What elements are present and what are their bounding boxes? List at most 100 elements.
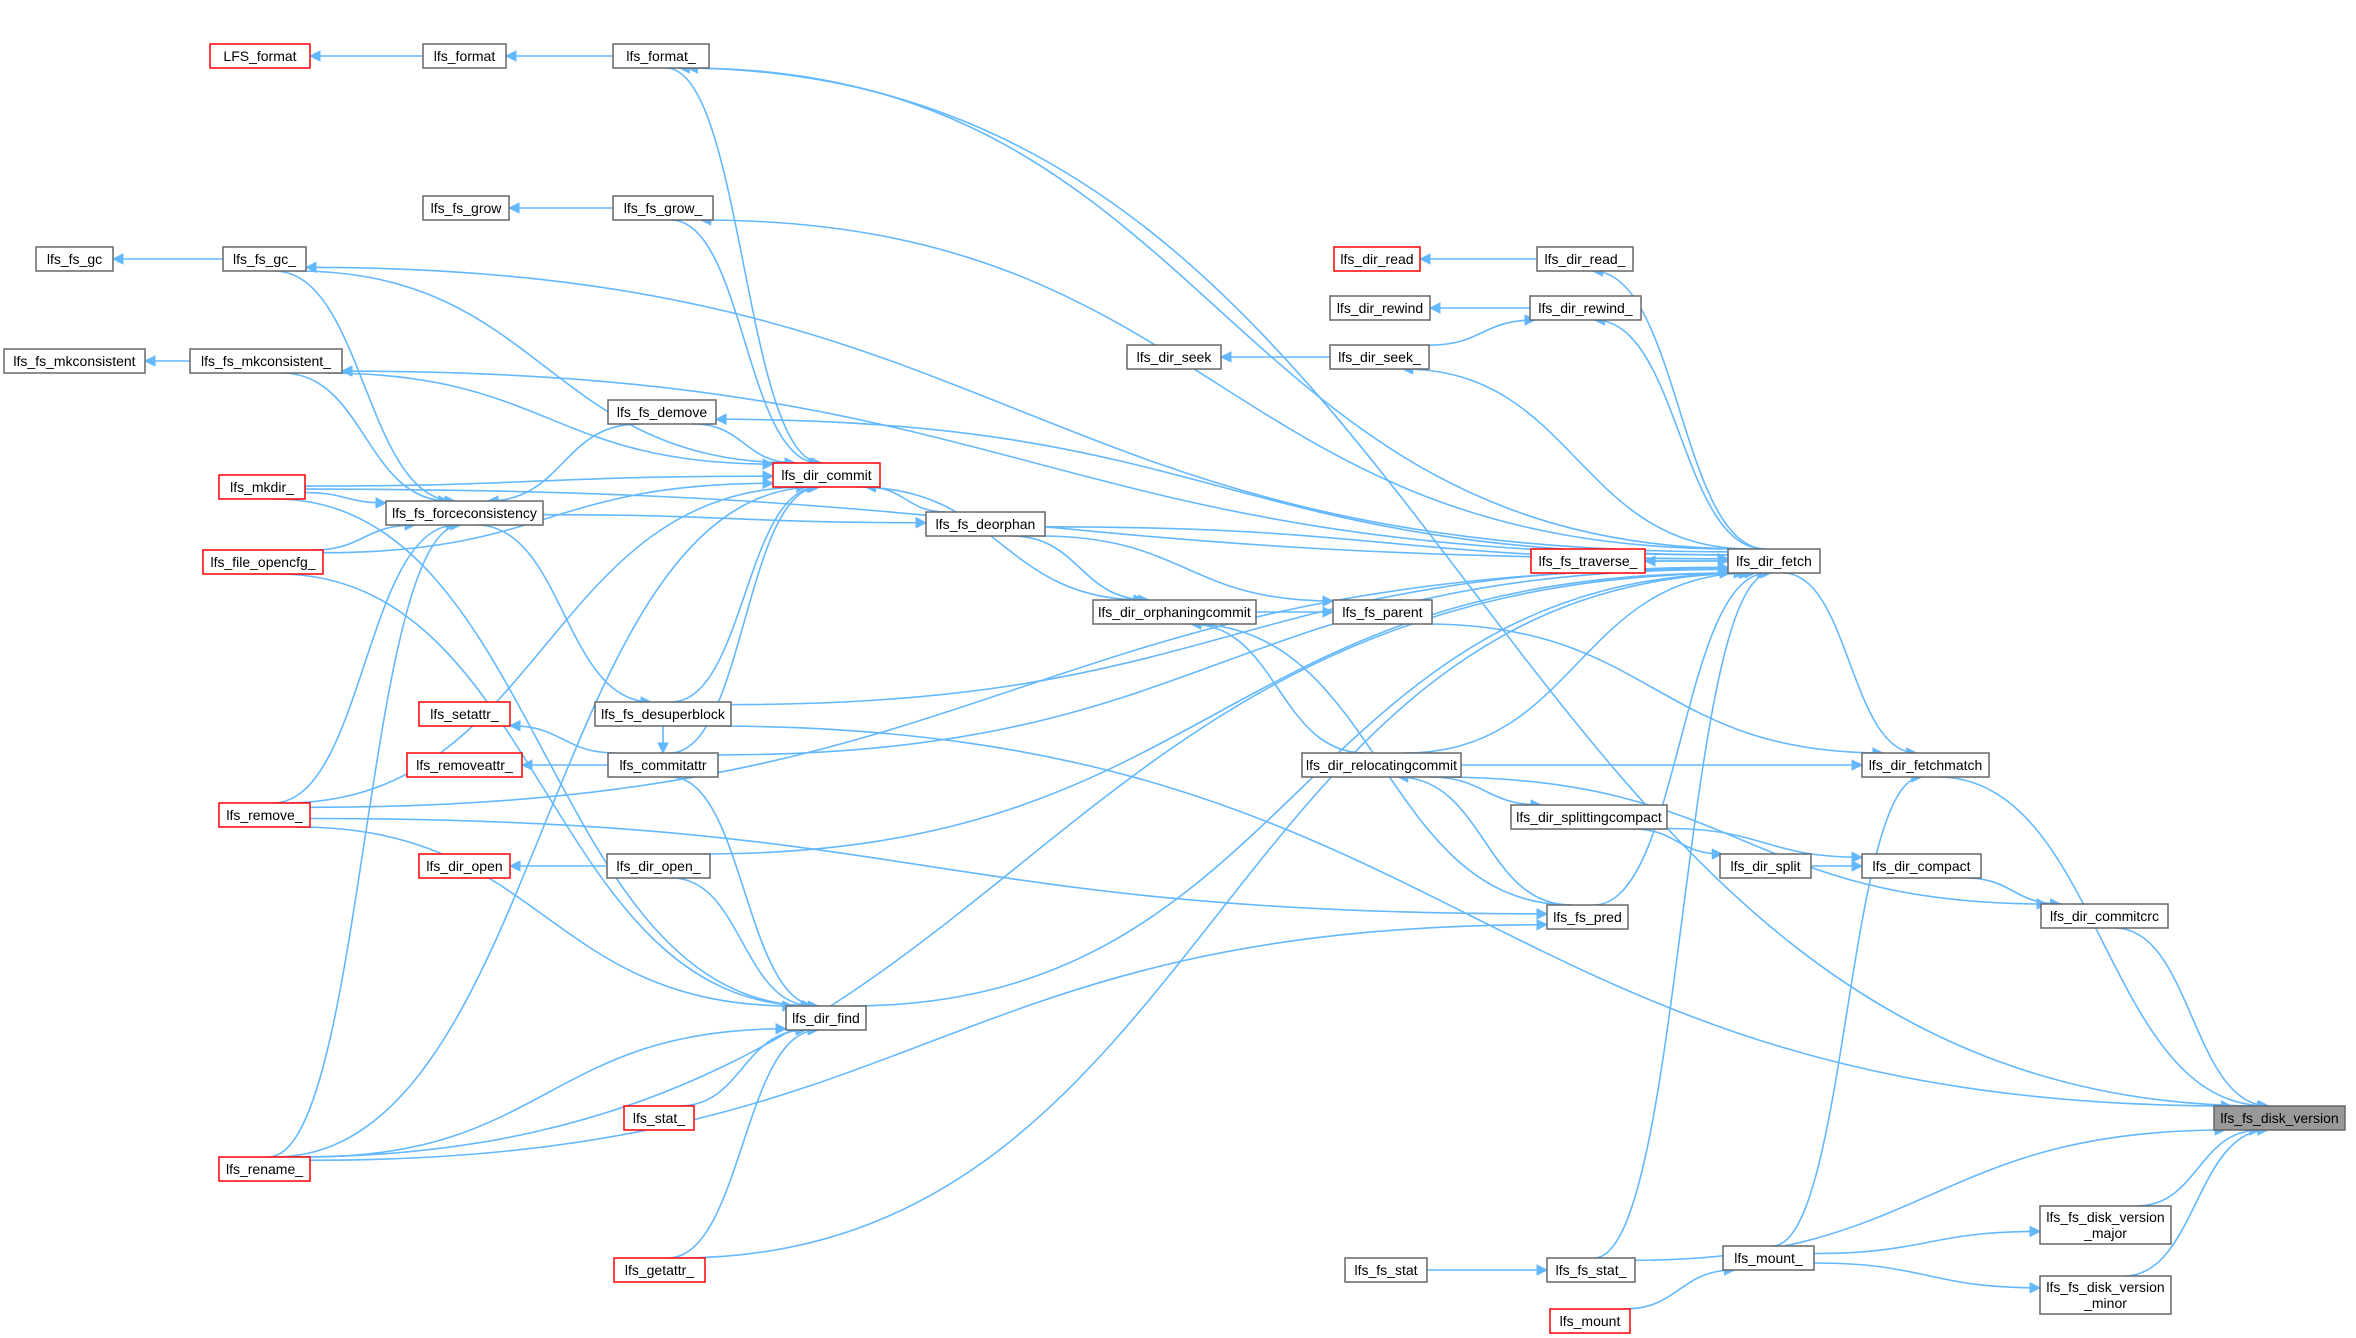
node-lfs-dir-read-[interactable]: lfs_dir_read_ — [1536, 246, 1634, 272]
node-lfs-dir-commitcrc[interactable]: lfs_dir_commitcrc — [2040, 903, 2169, 929]
node-box[interactable] — [612, 195, 714, 221]
node-lfs-mkdir-[interactable]: lfs_mkdir_ — [218, 474, 306, 500]
node-box[interactable] — [1861, 853, 1982, 879]
node-box[interactable] — [2039, 1275, 2172, 1315]
node-lfs-rename-[interactable]: lfs_rename_ — [218, 1156, 311, 1182]
node-box[interactable] — [785, 1005, 867, 1031]
node-box[interactable] — [2213, 1105, 2346, 1131]
node-lfs-dir-split[interactable]: lfs_dir_split — [1719, 853, 1812, 879]
node-lfs-dir-relocatingcommit[interactable]: lfs_dir_relocatingcommit — [1301, 752, 1462, 778]
node-lfs-dir-fetchmatch[interactable]: lfs_dir_fetchmatch — [1861, 752, 1990, 778]
node-box[interactable] — [1092, 599, 1257, 625]
node-lfs-fs-forceconsistency[interactable]: lfs_fs_forceconsistency — [385, 500, 544, 526]
node-lfs-fs-traverse-[interactable]: lfs_fs_traverse_ — [1530, 548, 1646, 574]
node-lfs-commitattr[interactable]: lfs_commitattr — [607, 752, 719, 778]
node-box[interactable] — [1329, 295, 1431, 321]
node-lfs-fs-demove[interactable]: lfs_fs_demove — [607, 399, 717, 425]
node-box[interactable] — [418, 701, 511, 727]
node-box[interactable] — [1301, 752, 1462, 778]
node-box[interactable] — [1719, 853, 1812, 879]
node-box[interactable] — [218, 474, 306, 500]
node-box[interactable] — [925, 511, 1046, 537]
node-lfs-dir-read[interactable]: lfs_dir_read — [1333, 246, 1421, 272]
node-box[interactable] — [1126, 344, 1222, 370]
node-lfs-dir-find[interactable]: lfs_dir_find — [785, 1005, 867, 1031]
node-box[interactable] — [422, 195, 510, 221]
node-box[interactable] — [1727, 548, 1821, 574]
node-box[interactable] — [1546, 1257, 1636, 1283]
node-lfs-fs-stat-[interactable]: lfs_fs_stat_ — [1546, 1257, 1636, 1283]
node-box[interactable] — [2039, 1205, 2172, 1245]
node-lfs-mount[interactable]: lfs_mount — [1549, 1308, 1631, 1334]
node-box[interactable] — [1344, 1257, 1428, 1283]
node-lfs-fs-mkconsistent[interactable]: lfs_fs_mkconsistent — [3, 348, 146, 374]
node-box[interactable] — [772, 462, 881, 488]
node-box[interactable] — [607, 399, 717, 425]
node-box[interactable] — [406, 752, 523, 778]
node-box[interactable] — [218, 1156, 311, 1182]
node-lfs-dir-seek-[interactable]: lfs_dir_seek_ — [1329, 344, 1430, 370]
node-box[interactable] — [1549, 1308, 1631, 1334]
node-box[interactable] — [612, 43, 710, 69]
node-lfs-fs-gc-[interactable]: lfs_fs_gc_ — [222, 246, 307, 272]
node-lfs-fs-desuperblock[interactable]: lfs_fs_desuperblock — [594, 701, 732, 727]
node-lfs-removeattr-[interactable]: lfs_removeattr_ — [406, 752, 523, 778]
node-lfs-dir-open-[interactable]: lfs_dir_open_ — [606, 853, 711, 879]
node-lfs-format-[interactable]: lfs_format_ — [612, 43, 710, 69]
node-box[interactable] — [422, 43, 507, 69]
node-lfs-fs-parent[interactable]: lfs_fs_parent — [1332, 599, 1433, 625]
node-box[interactable] — [209, 43, 311, 69]
node-lfs-file-opencfg-[interactable]: lfs_file_opencfg_ — [202, 549, 324, 575]
node-box[interactable] — [418, 853, 511, 879]
node-box[interactable] — [385, 500, 544, 526]
node-box[interactable] — [623, 1105, 695, 1131]
node-lfs-dir-compact[interactable]: lfs_dir_compact — [1861, 853, 1982, 879]
node-box[interactable] — [1722, 1245, 1815, 1271]
node-box[interactable] — [1332, 599, 1433, 625]
node-box[interactable] — [35, 246, 114, 272]
node-box[interactable] — [218, 802, 311, 828]
node-lfs-fs-deorphan[interactable]: lfs_fs_deorphan — [925, 511, 1046, 537]
node-lfs-remove-[interactable]: lfs_remove_ — [218, 802, 311, 828]
node-lfs-fs-grow[interactable]: lfs_fs_grow — [422, 195, 510, 221]
node-lfs-mount-[interactable]: lfs_mount_ — [1722, 1245, 1815, 1271]
node-box[interactable] — [1333, 246, 1421, 272]
node-lfs-fs-grow-[interactable]: lfs_fs_grow_ — [612, 195, 714, 221]
node-lfs-dir-splittingcompact[interactable]: lfs_dir_splittingcompact — [1510, 804, 1668, 830]
node-lfs-dir-seek[interactable]: lfs_dir_seek — [1126, 344, 1222, 370]
node-box[interactable] — [1329, 344, 1430, 370]
node-box[interactable] — [3, 348, 146, 374]
node-lfs-getattr-[interactable]: lfs_getattr_ — [613, 1257, 706, 1283]
node-lfs-dir-rewind-[interactable]: lfs_dir_rewind_ — [1529, 295, 1642, 321]
node-box[interactable] — [189, 348, 343, 374]
node-box[interactable] — [606, 853, 711, 879]
node-box[interactable] — [1861, 752, 1990, 778]
node-lfs-fs-pred[interactable]: lfs_fs_pred — [1546, 904, 1629, 930]
node-lfs-setattr-[interactable]: lfs_setattr_ — [418, 701, 511, 727]
node-lfs-fs-disk-version-major[interactable]: lfs_fs_disk_version_major — [2039, 1205, 2172, 1245]
node-box[interactable] — [607, 752, 719, 778]
node-lfs-fs-disk-version-minor[interactable]: lfs_fs_disk_version_minor — [2039, 1275, 2172, 1315]
node-box[interactable] — [222, 246, 307, 272]
node-lfs-dir-fetch[interactable]: lfs_dir_fetch — [1727, 548, 1821, 574]
node-box[interactable] — [1536, 246, 1634, 272]
node-box[interactable] — [594, 701, 732, 727]
node-box[interactable] — [1529, 295, 1642, 321]
node-lfs-dir-orphaningcommit[interactable]: lfs_dir_orphaningcommit — [1092, 599, 1257, 625]
node-lfs-stat-[interactable]: lfs_stat_ — [623, 1105, 695, 1131]
node-lfs-dir-rewind[interactable]: lfs_dir_rewind — [1329, 295, 1431, 321]
node-box[interactable] — [202, 549, 324, 575]
node-box[interactable] — [1546, 904, 1629, 930]
node-LFS-format[interactable]: LFS_format — [209, 43, 311, 69]
node-lfs-fs-mkconsistent-[interactable]: lfs_fs_mkconsistent_ — [189, 348, 343, 374]
node-lfs-format[interactable]: lfs_format — [422, 43, 507, 69]
node-lfs-fs-stat[interactable]: lfs_fs_stat — [1344, 1257, 1428, 1283]
node-lfs-fs-gc[interactable]: lfs_fs_gc — [35, 246, 114, 272]
node-box[interactable] — [1530, 548, 1646, 574]
node-box[interactable] — [2040, 903, 2169, 929]
node-box[interactable] — [1510, 804, 1668, 830]
node-box[interactable] — [613, 1257, 706, 1283]
node-lfs-fs-disk-version[interactable]: lfs_fs_disk_version — [2213, 1105, 2346, 1131]
node-lfs-dir-commit[interactable]: lfs_dir_commit — [772, 462, 881, 488]
node-lfs-dir-open[interactable]: lfs_dir_open — [418, 853, 511, 879]
